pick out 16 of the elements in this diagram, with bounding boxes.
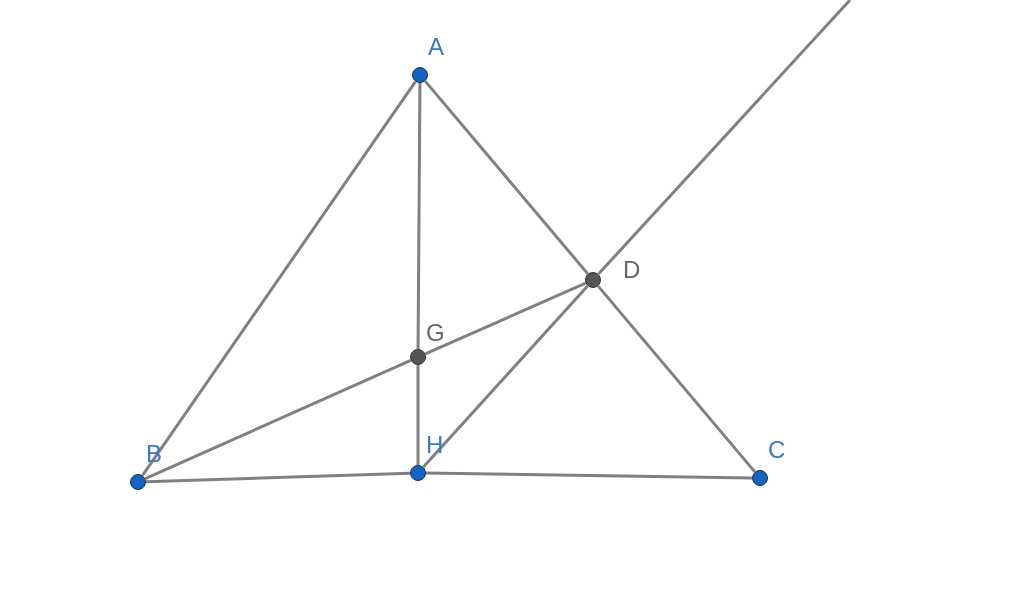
line-segment: [416, 365, 420, 465]
line-segment: [144, 358, 412, 481]
line-segment: [597, 0, 852, 276]
point-label: H: [426, 433, 444, 457]
line-segment: [145, 471, 411, 484]
point-label: G: [426, 321, 445, 345]
line-segment: [416, 83, 422, 349]
line-segment: [141, 80, 417, 477]
line-segment: [424, 281, 587, 356]
point-label: D: [623, 258, 641, 282]
line-segment: [597, 285, 756, 473]
line-segment: [422, 284, 589, 469]
line-segment: [425, 471, 753, 480]
point-label: C: [768, 438, 786, 462]
point-label: A: [428, 35, 444, 59]
line-segment: [424, 80, 589, 275]
